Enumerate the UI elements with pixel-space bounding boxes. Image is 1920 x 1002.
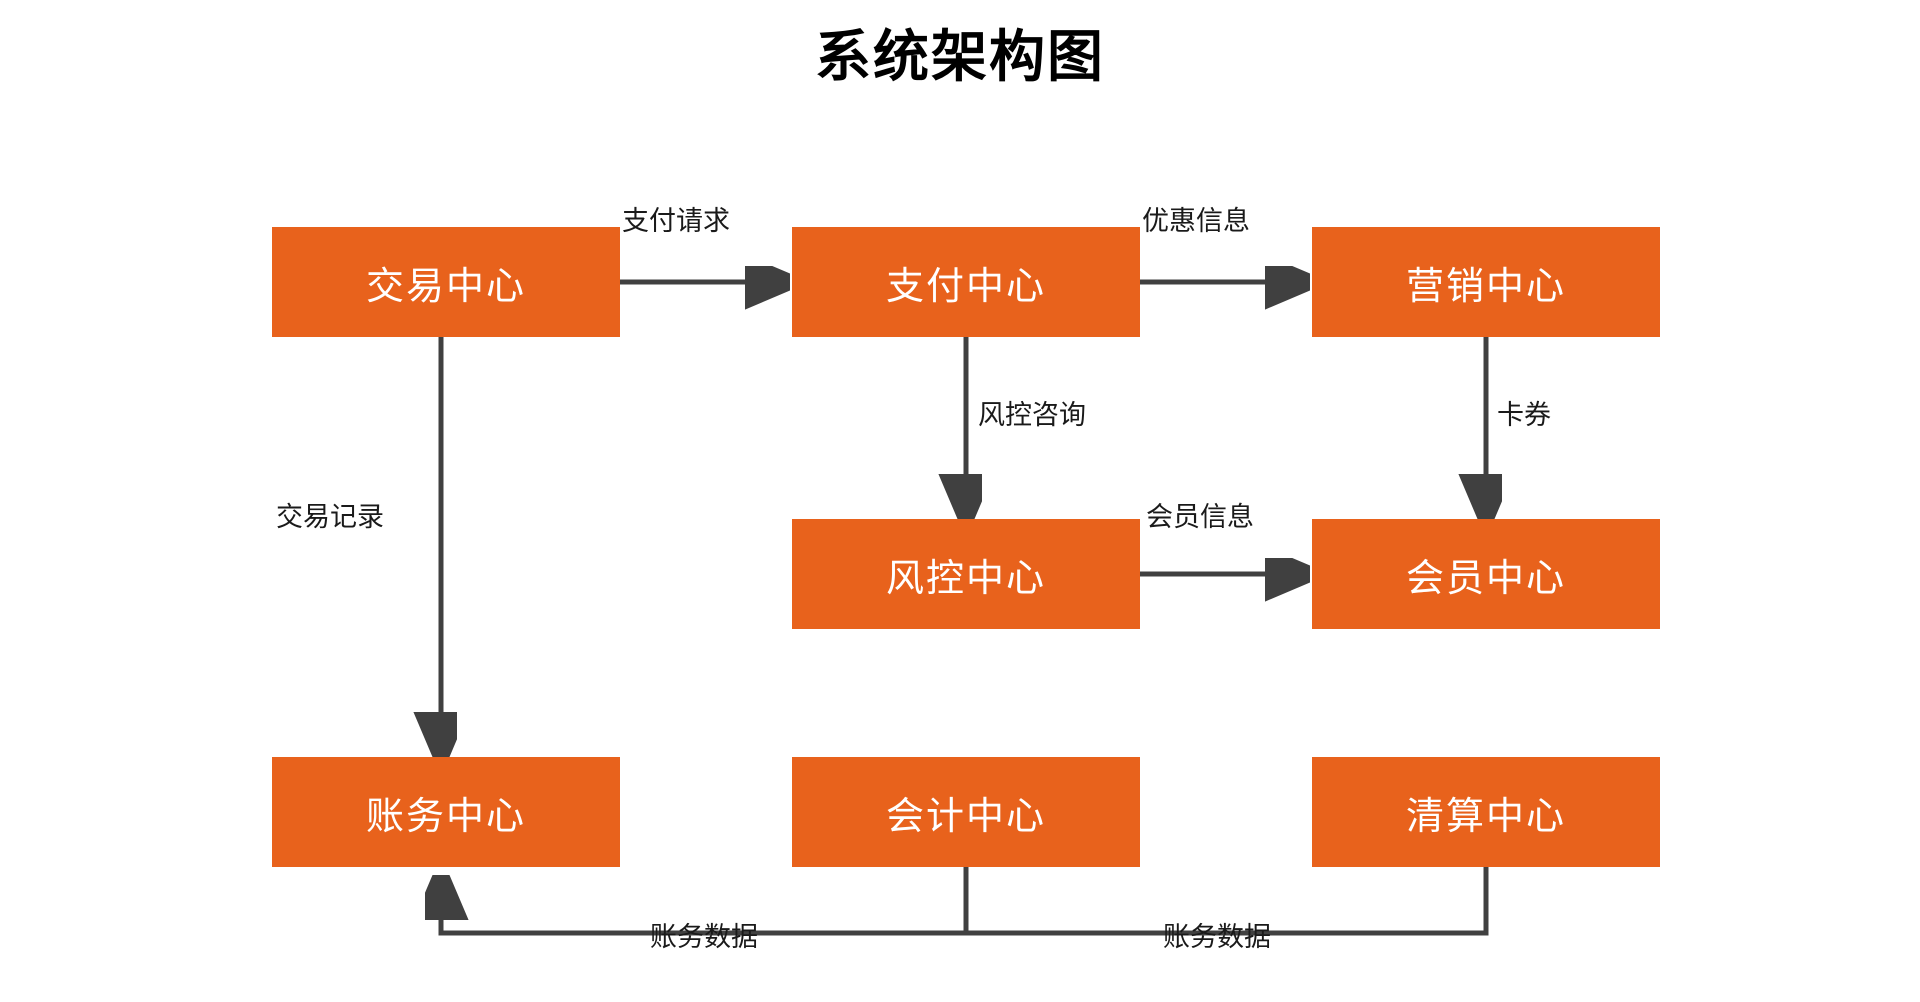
node-label: 风控中心 xyxy=(885,557,1046,600)
page-title: 系统架构图 xyxy=(815,25,1105,88)
edge-label-trade-record: 交易记录 xyxy=(276,502,384,532)
edge-label-billing-data-right: 账务数据 xyxy=(1163,922,1271,952)
node-payment[interactable]: 支付中心 xyxy=(792,227,1140,337)
node-member[interactable]: 会员中心 xyxy=(1312,519,1660,629)
node-label: 交易中心 xyxy=(365,265,526,308)
node-label: 会员中心 xyxy=(1405,557,1566,600)
node-label: 支付中心 xyxy=(885,265,1046,308)
node-riskctrl[interactable]: 风控中心 xyxy=(792,519,1140,629)
edge-label-discount-info: 优惠信息 xyxy=(1142,206,1250,236)
node-billing[interactable]: 账务中心 xyxy=(272,757,620,867)
node-accounting[interactable]: 会计中心 xyxy=(792,757,1140,867)
node-label: 会计中心 xyxy=(885,795,1046,838)
edge-label-payment-request: 支付请求 xyxy=(622,206,730,236)
node-label: 账务中心 xyxy=(365,795,526,838)
edge-label-billing-data-left: 账务数据 xyxy=(650,922,758,952)
edge-label-coupon: 卡券 xyxy=(1497,400,1551,430)
node-trade[interactable]: 交易中心 xyxy=(272,227,620,337)
node-label: 营销中心 xyxy=(1405,265,1566,308)
edge-label-member-info: 会员信息 xyxy=(1146,502,1254,532)
edge-clearing-to-billing xyxy=(441,867,1489,936)
edge-label-risk-consult: 风控咨询 xyxy=(978,400,1086,430)
node-label: 清算中心 xyxy=(1405,795,1566,838)
node-clearing[interactable]: 清算中心 xyxy=(1312,757,1660,867)
node-marketing[interactable]: 营销中心 xyxy=(1312,227,1660,337)
